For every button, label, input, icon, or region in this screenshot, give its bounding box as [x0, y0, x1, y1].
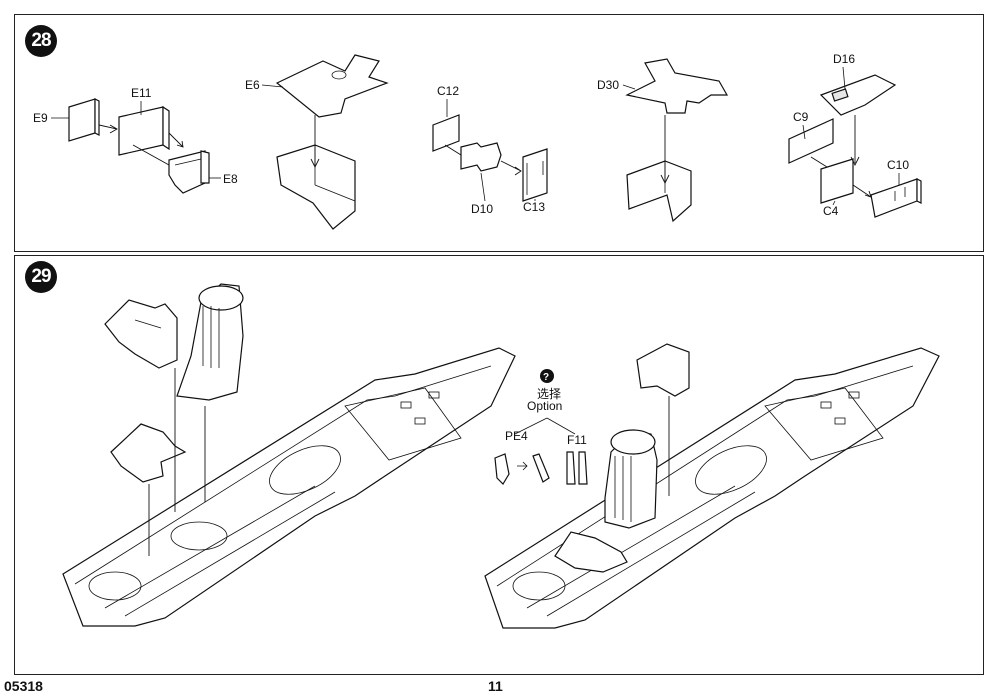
step-28-drawing: E9 E11 E8 E6 — [33, 52, 922, 230]
part-label: F11 — [567, 433, 587, 447]
part-label: E6 — [245, 78, 260, 92]
option-icon-glyph: ? — [543, 372, 549, 383]
step-number-badge: 29 — [25, 261, 57, 293]
part-label: C9 — [793, 110, 809, 124]
part-label: E8 — [223, 172, 238, 186]
step-29-drawing: ? 选择 Option PE4 F11 — [62, 283, 940, 629]
page-number: 11 — [488, 678, 503, 694]
option-label-en: Option — [527, 399, 562, 413]
part-label: C12 — [437, 84, 459, 98]
step-28-panel: 28 E9 E11 E8 — [14, 14, 984, 252]
part-label: D16 — [833, 52, 855, 66]
assembly-e9-e11-e8 — [68, 98, 210, 194]
step-29-panel: 29 — [14, 255, 984, 675]
assembly-d30 — [625, 58, 729, 223]
step-number-badge: 28 — [25, 25, 57, 57]
part-label: C10 — [887, 158, 909, 172]
assembly-c12-d10-c13 — [432, 114, 548, 202]
part-label: E9 — [33, 111, 48, 125]
option-label-cn: 选择 — [537, 387, 561, 401]
assembly-d16-c9-c10-c4 — [788, 74, 922, 218]
catalog-number: 05318 — [4, 678, 43, 694]
part-label: C13 — [523, 200, 545, 214]
hull-assembly-right — [484, 343, 940, 629]
part-label: PE4 — [505, 429, 528, 443]
help-icon — [540, 369, 554, 383]
part-label: D30 — [597, 78, 619, 92]
option-callout: ? 选择 Option PE4 F11 — [494, 369, 588, 485]
part-label: D10 — [471, 202, 493, 216]
part-label: C4 — [823, 204, 839, 218]
assembly-e6 — [275, 54, 389, 230]
hull-assembly-left — [62, 283, 516, 627]
part-label: E11 — [131, 86, 152, 100]
